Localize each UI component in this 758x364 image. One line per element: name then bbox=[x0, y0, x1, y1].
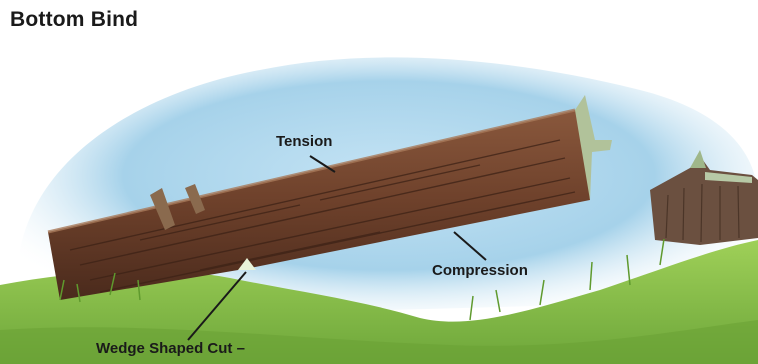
wedge-cut-label: Wedge Shaped Cut – bbox=[96, 340, 245, 357]
compression-label: Compression bbox=[432, 262, 528, 279]
tension-label: Tension bbox=[276, 133, 332, 150]
diagram-title: Bottom Bind bbox=[10, 8, 138, 32]
